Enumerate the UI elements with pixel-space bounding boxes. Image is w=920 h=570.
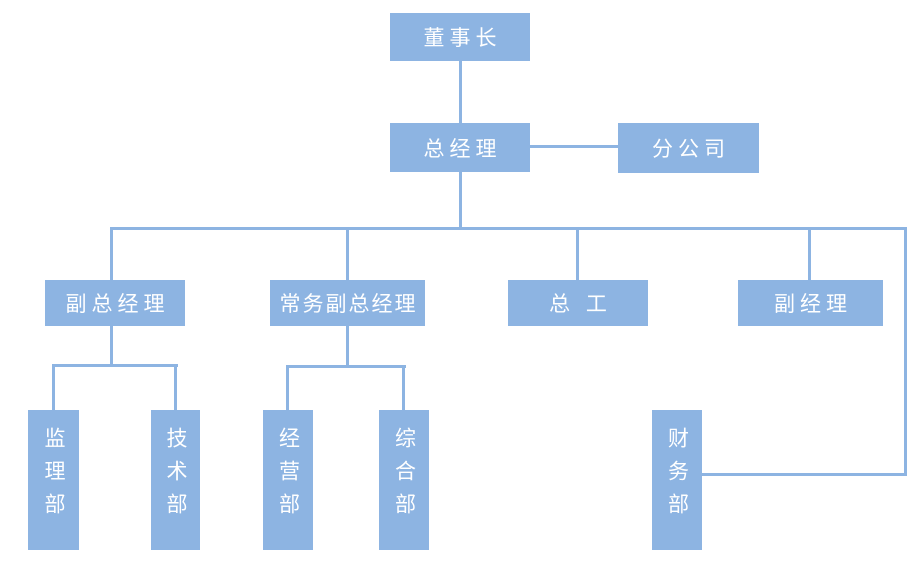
connector-finance-horizontal [702,473,907,476]
org-node-finance-dept-label: 财务部 [665,427,689,526]
connector-drop-general-affairs-dept [402,365,405,410]
org-node-chairman-label: 董事长 [423,27,502,50]
org-node-general-manager[interactable]: 总经理 [390,123,530,172]
org-node-general-affairs-dept-label: 综合部 [392,427,416,526]
connector-drop-technology-dept [174,364,177,410]
connector-chairman-to-gm [459,61,462,123]
org-node-operations-dept[interactable]: 经营部 [263,410,313,550]
org-node-technology-dept-label: 技术部 [164,427,187,526]
org-node-supervision-dept[interactable]: 监理部 [28,410,79,550]
org-node-finance-dept[interactable]: 财务部 [652,410,702,550]
org-node-deputy-general-manager-label: 副总经理 [65,293,170,316]
org-node-general-affairs-dept[interactable]: 综合部 [379,410,429,550]
org-node-chairman[interactable]: 董事长 [390,13,530,61]
connector-drop-exec-deputy-gm [346,227,349,280]
connector-deputy-gm-branch [52,364,178,367]
connector-gm-stem [459,172,462,230]
org-node-chief-engineer-label: 总 工 [549,293,612,316]
org-node-operations-dept-label: 经营部 [276,427,300,526]
org-node-deputy-manager-label: 副经理 [774,293,852,316]
org-node-deputy-general-manager[interactable]: 副总经理 [45,280,185,326]
org-node-executive-deputy-general-manager[interactable]: 常务副总经理 [270,280,425,326]
org-node-technology-dept[interactable]: 技术部 [151,410,200,550]
org-node-branch-company-label: 分公司 [652,138,730,161]
connector-drop-operations-dept [286,365,289,410]
org-node-supervision-dept-label: 监理部 [42,427,65,526]
connector-finance-vertical [904,227,907,476]
org-node-deputy-manager[interactable]: 副经理 [738,280,883,326]
org-node-general-manager-label: 总经理 [423,137,502,161]
connector-exec-deputy-gm-branch [286,365,406,368]
org-node-branch-company[interactable]: 分公司 [618,123,759,173]
org-node-executive-deputy-general-manager-label: 常务副总经理 [279,293,418,316]
connector-deputy-gm-stem [110,325,113,366]
connector-drop-supervision-dept [52,364,55,410]
org-node-chief-engineer[interactable]: 总 工 [508,280,648,326]
connector-drop-chief-engineer [576,227,579,280]
connector-distributor [110,227,907,230]
connector-drop-deputy-manager [808,227,811,280]
connector-gm-to-branch [530,145,618,148]
connector-drop-deputy-gm [110,227,113,280]
connector-exec-deputy-gm-stem [346,325,349,367]
